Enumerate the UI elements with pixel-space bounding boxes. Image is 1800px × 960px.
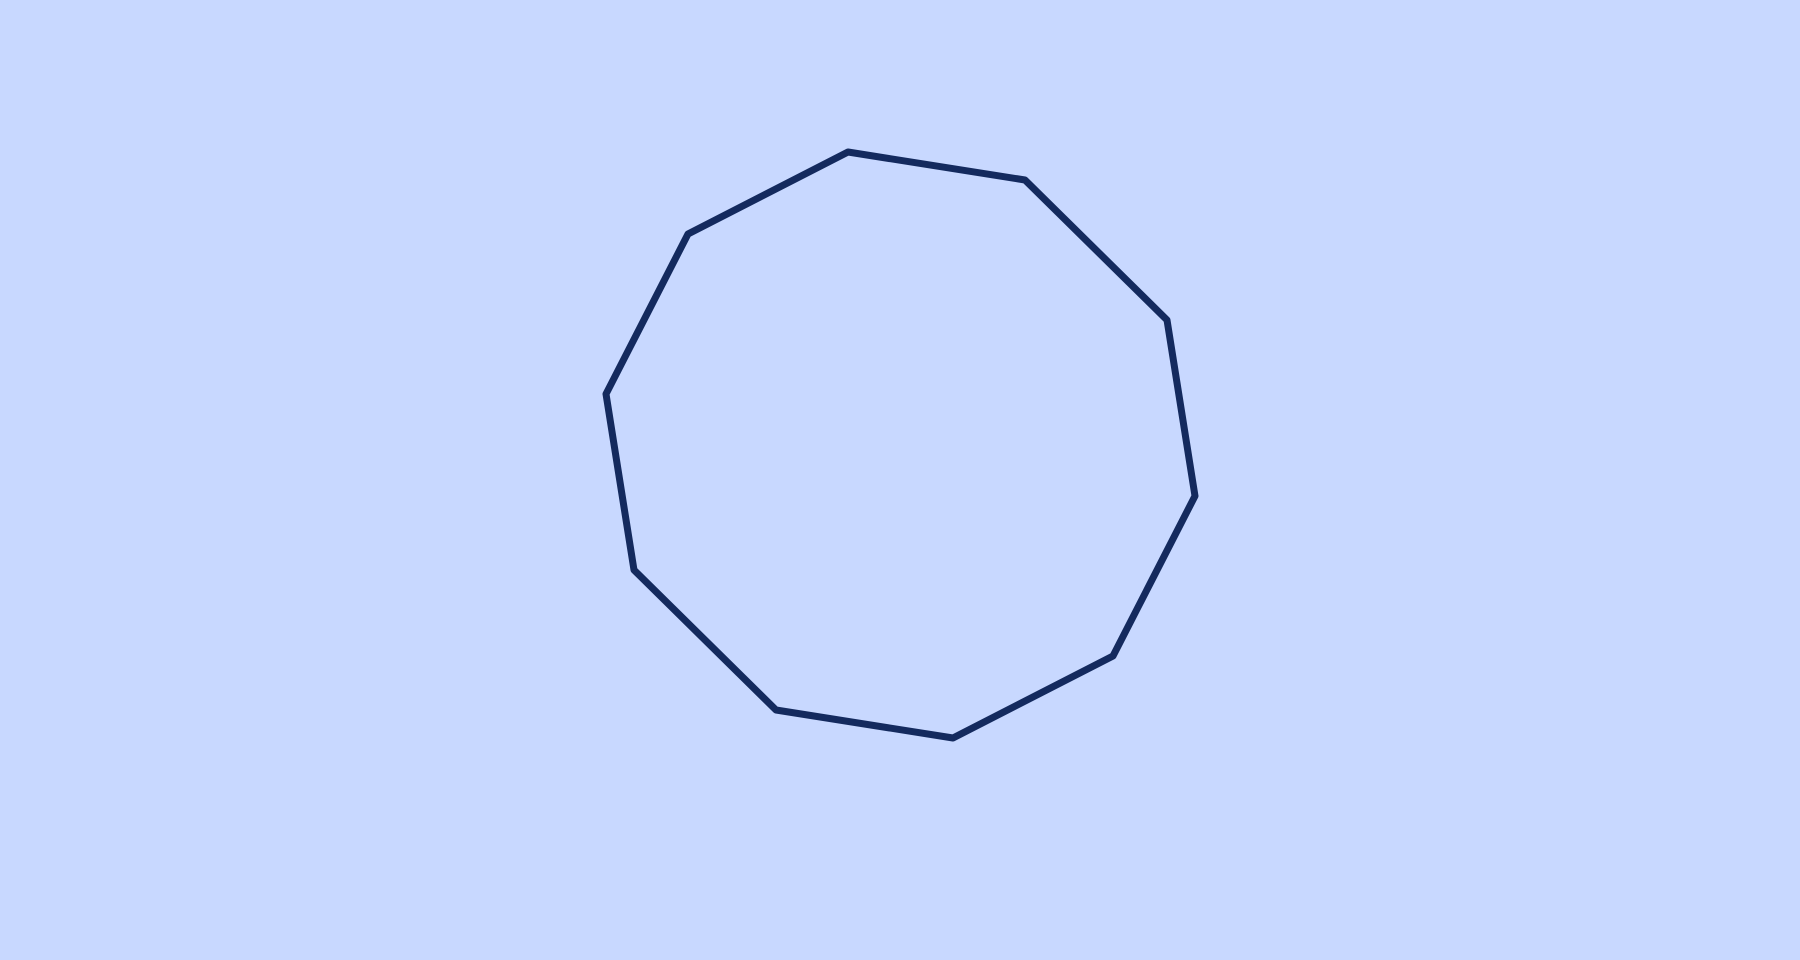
decagon-outline bbox=[602, 148, 1199, 742]
